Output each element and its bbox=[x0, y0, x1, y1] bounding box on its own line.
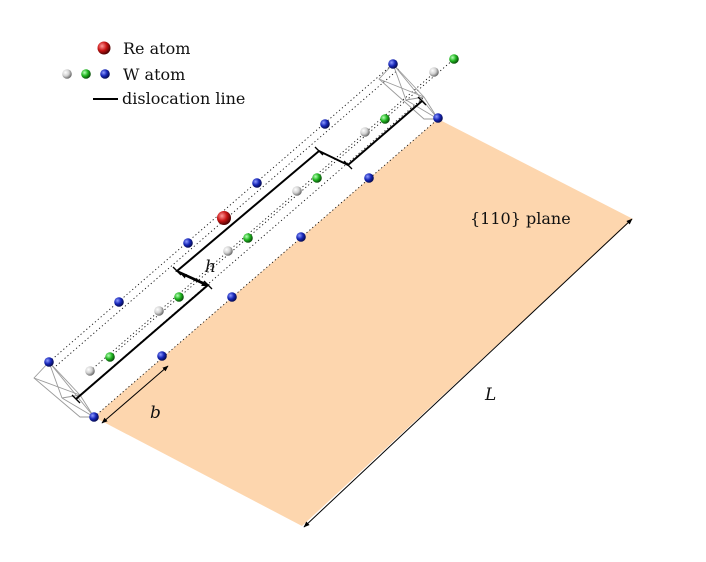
burgers-label: b bbox=[150, 403, 161, 423]
w-atom-blue bbox=[227, 292, 237, 302]
w-atom-green bbox=[312, 173, 322, 183]
w-atom-blue bbox=[364, 173, 374, 183]
legend-w-label: W atom bbox=[123, 65, 185, 84]
kink-height-arrow bbox=[180, 273, 208, 287]
w-atom-blue bbox=[252, 178, 262, 188]
w-atom-gray bbox=[223, 246, 233, 256]
w-atom-blue bbox=[157, 351, 167, 361]
w-atom-green bbox=[105, 352, 115, 362]
length-arrow bbox=[303, 218, 633, 528]
w-atom-blue bbox=[44, 357, 54, 367]
w-atom-blue bbox=[114, 297, 124, 307]
length-label: L bbox=[484, 385, 496, 405]
w-atom-blue bbox=[296, 232, 306, 242]
kink-height-label: h bbox=[205, 257, 216, 277]
burgers-vector-arrow bbox=[101, 365, 169, 424]
w-atom-blue bbox=[183, 238, 193, 248]
unit-cell-left bbox=[33, 361, 95, 418]
legend-blue-swatch bbox=[100, 69, 110, 79]
atoms bbox=[44, 54, 459, 422]
plane-label: {110} plane bbox=[470, 209, 571, 228]
w-atom-blue bbox=[433, 113, 443, 123]
unit-cell-right bbox=[378, 63, 439, 120]
w-atom-green bbox=[449, 54, 459, 64]
w-atom-gray bbox=[154, 306, 164, 316]
w-atom-gray bbox=[360, 127, 370, 137]
legend-re-label: Re atom bbox=[123, 39, 190, 58]
legend-gray-swatch bbox=[62, 69, 72, 79]
w-atom-blue bbox=[388, 59, 398, 69]
w-atom-blue bbox=[320, 119, 330, 129]
legend-line-label: dislocation line bbox=[122, 89, 245, 108]
w-atom-gray bbox=[85, 366, 95, 376]
legend-green-swatch bbox=[81, 69, 91, 79]
w-atom-green bbox=[243, 233, 253, 243]
w-atom-gray bbox=[429, 67, 439, 77]
re-atom bbox=[217, 211, 231, 225]
slip-plane bbox=[94, 119, 633, 526]
w-atom-green bbox=[380, 114, 390, 124]
w-atom-gray bbox=[292, 186, 302, 196]
legend-re-swatch bbox=[97, 41, 111, 55]
legend: Re atom W atom dislocation line bbox=[62, 39, 245, 108]
w-atom-green bbox=[174, 292, 184, 302]
w-atom-blue bbox=[89, 412, 99, 422]
